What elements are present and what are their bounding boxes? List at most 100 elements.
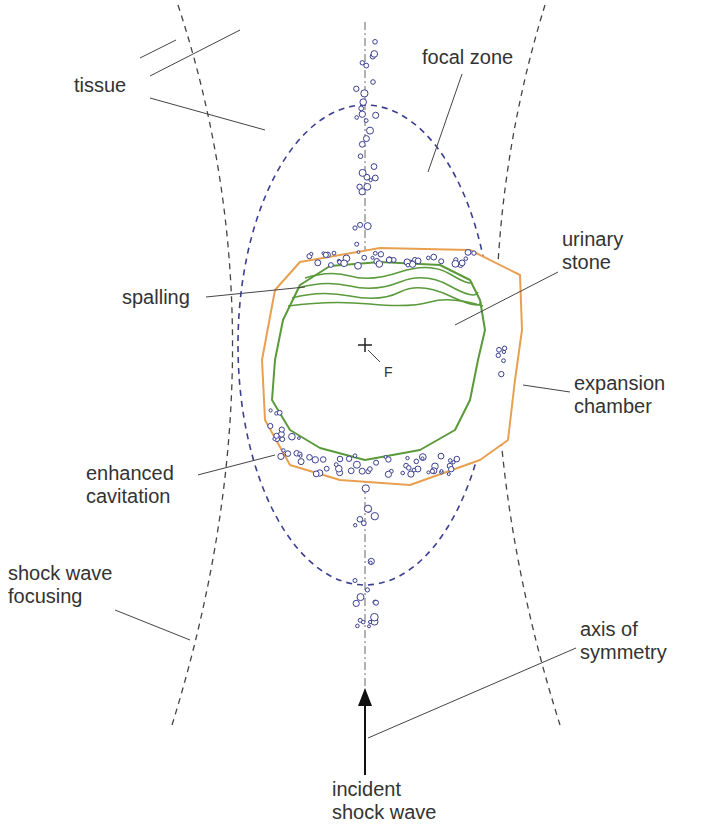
- axis-label: axis of symmetry: [578, 618, 692, 664]
- bubble: [431, 468, 437, 474]
- bubble: [414, 459, 419, 464]
- bubble: [268, 423, 273, 428]
- bubble: [279, 427, 284, 432]
- bubble: [371, 80, 376, 85]
- bubble: [406, 263, 410, 267]
- incident-arrowhead: [358, 688, 372, 706]
- bubble: [356, 624, 360, 628]
- bubble: [357, 594, 364, 601]
- bubble: [359, 141, 365, 147]
- cavitation-label: enhanced cavitation: [84, 462, 198, 508]
- bubble: [353, 579, 357, 583]
- bubble: [472, 251, 476, 255]
- bubble: [364, 223, 371, 230]
- bubble: [447, 473, 450, 476]
- bubble: [360, 99, 367, 106]
- bubble: [362, 255, 367, 260]
- bubble: [364, 63, 369, 68]
- bubble: [464, 257, 468, 261]
- bubble: [346, 456, 351, 461]
- bubble: [332, 251, 336, 255]
- zone-label: focal zone: [420, 46, 515, 69]
- bubble: [386, 457, 391, 462]
- bubble: [371, 613, 379, 621]
- bubble: [364, 505, 371, 512]
- bubble: [361, 90, 368, 97]
- bubble: [285, 451, 291, 457]
- bubble: [373, 40, 378, 45]
- bubble: [341, 260, 348, 267]
- bubble: [371, 513, 378, 520]
- bubble: [274, 433, 279, 438]
- bubble: [374, 460, 379, 465]
- bubble: [355, 242, 359, 246]
- bubble: [323, 252, 328, 257]
- bubble: [282, 449, 285, 452]
- bubble: [440, 470, 443, 473]
- bubble: [359, 169, 366, 176]
- focus-label: F: [382, 364, 395, 380]
- bubble: [412, 468, 416, 472]
- bubble: [358, 154, 363, 159]
- bubble: [363, 136, 369, 142]
- bubble: [280, 437, 285, 442]
- bubble: [401, 471, 405, 475]
- bubble: [440, 470, 444, 474]
- spalling-label: spalling: [120, 286, 192, 309]
- bubble: [354, 86, 359, 91]
- stone-label: urinary stone: [560, 228, 644, 274]
- bubble: [277, 410, 282, 415]
- bubble: [376, 261, 383, 268]
- bubble: [362, 485, 369, 492]
- bubble: [438, 453, 444, 459]
- bubble: [353, 454, 357, 458]
- bubble: [427, 471, 430, 474]
- bubble: [355, 262, 362, 269]
- bubble: [372, 175, 378, 181]
- bubble: [307, 455, 313, 461]
- bubble: [353, 600, 359, 606]
- bubble: [415, 258, 421, 264]
- bubble: [337, 456, 343, 462]
- bubble: [353, 226, 357, 230]
- bubble: [353, 461, 360, 468]
- bubble: [386, 257, 392, 263]
- bubble: [365, 588, 369, 592]
- bubble: [359, 189, 365, 195]
- bubble: [299, 455, 302, 458]
- bubble: [499, 371, 504, 376]
- bubble: [454, 456, 460, 462]
- bubble: [315, 260, 321, 266]
- spalling-cracks: [288, 267, 483, 306]
- bubble: [368, 467, 373, 472]
- bubble: [324, 466, 329, 471]
- bubble: [374, 600, 379, 605]
- bubble: [334, 463, 338, 467]
- urinary-stone: [272, 262, 485, 460]
- bubble: [371, 164, 377, 170]
- bubble: [367, 127, 374, 134]
- bubble: [313, 471, 319, 477]
- bubble: [310, 252, 313, 255]
- focus-mark: [364, 338, 366, 352]
- bubble: [502, 359, 506, 363]
- bubble: [298, 437, 301, 440]
- leader-lines: [115, 30, 576, 738]
- bubble: [369, 179, 372, 182]
- bubble: [298, 452, 302, 456]
- bubble: [361, 620, 365, 624]
- cavitation-bubbles: [268, 40, 507, 628]
- bubble: [359, 106, 364, 111]
- bubble: [320, 457, 326, 463]
- bubble: [449, 467, 454, 472]
- incident-arrow: [364, 700, 366, 775]
- expansion-chamber: [262, 248, 522, 485]
- bubble: [278, 453, 284, 459]
- bubble: [289, 433, 296, 440]
- bubble: [385, 471, 391, 477]
- bubble: [355, 116, 359, 120]
- bubble: [465, 250, 471, 256]
- bubble: [371, 51, 378, 58]
- bubble: [373, 251, 377, 255]
- bubble: [354, 524, 357, 527]
